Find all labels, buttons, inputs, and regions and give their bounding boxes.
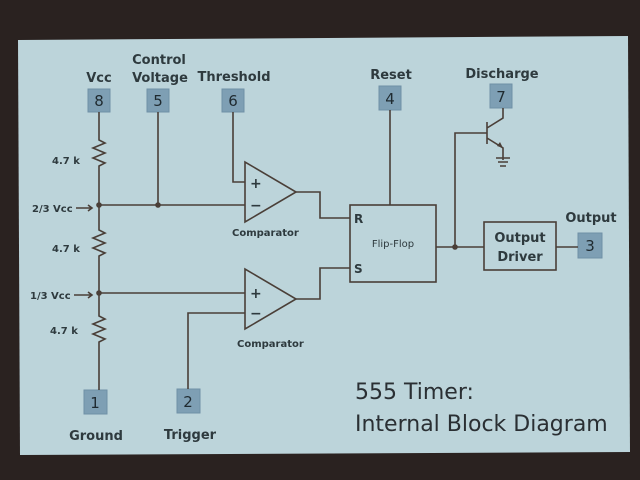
svg-text:7: 7 <box>496 88 506 106</box>
logic-wires <box>296 110 391 300</box>
tap-upper-label: 2/3 Vcc <box>32 204 73 215</box>
comparator-lower: +− <box>244 267 298 331</box>
title-line-2: Internal Block Diagram <box>355 412 608 437</box>
svg-text:1: 1 <box>90 394 100 412</box>
svg-text:6: 6 <box>228 92 238 110</box>
resistor-label: 4.7 k <box>50 326 78 337</box>
flip-flop-block <box>349 204 437 283</box>
resistor-label: 4.7 k <box>52 156 80 167</box>
comparator-upper: +− <box>244 160 298 224</box>
comparator-label: Comparator <box>237 339 304 350</box>
pin-3: 3 <box>577 232 603 259</box>
slide <box>18 36 630 455</box>
comparator-label: Comparator <box>232 228 299 239</box>
tap-lower-label: 1/3 Vcc <box>30 291 71 302</box>
svg-text:+: + <box>250 286 262 302</box>
pin-8: 8 <box>87 88 111 113</box>
transistor-icon <box>497 142 503 148</box>
svg-text:2: 2 <box>183 393 193 411</box>
discharge-label: Discharge <box>465 67 538 82</box>
pin-7: 7 <box>489 83 513 109</box>
driver-label-1: Output <box>494 231 545 246</box>
output-driver-block <box>483 221 557 271</box>
driver-label-2: Driver <box>497 250 543 265</box>
svg-text:−: − <box>250 198 262 214</box>
arrow-icon <box>76 204 94 212</box>
pin-2: 2 <box>176 388 201 414</box>
svg-text:+: + <box>250 176 262 192</box>
arrow-icon <box>74 291 94 299</box>
threshold-label: Threshold <box>197 70 270 85</box>
svg-text:3: 3 <box>585 237 595 255</box>
divider-wires <box>90 112 245 390</box>
pin-1: 1 <box>83 389 108 415</box>
output-label: Output <box>565 211 616 226</box>
pin-6: 6 <box>221 88 245 113</box>
svg-text:5: 5 <box>153 92 163 110</box>
resistor-label: 4.7 k <box>52 244 80 255</box>
set-input-label: S <box>354 262 363 276</box>
reset-input-label: R <box>354 212 363 226</box>
reset-label: Reset <box>370 68 412 83</box>
vcc-label: Vcc <box>86 71 111 86</box>
svg-text:−: − <box>250 306 262 322</box>
control-label: Control <box>132 53 186 68</box>
svg-text:4: 4 <box>385 90 395 108</box>
trigger-label: Trigger <box>164 428 217 443</box>
pin-4: 4 <box>378 85 402 111</box>
title-line-1: 555 Timer: <box>355 380 474 405</box>
svg-text:8: 8 <box>94 92 104 110</box>
flip-flop-label: Flip-Flop <box>372 239 414 250</box>
voltage-label: Voltage <box>132 71 188 86</box>
pin-5: 5 <box>146 88 170 113</box>
ground-label: Ground <box>69 429 123 444</box>
